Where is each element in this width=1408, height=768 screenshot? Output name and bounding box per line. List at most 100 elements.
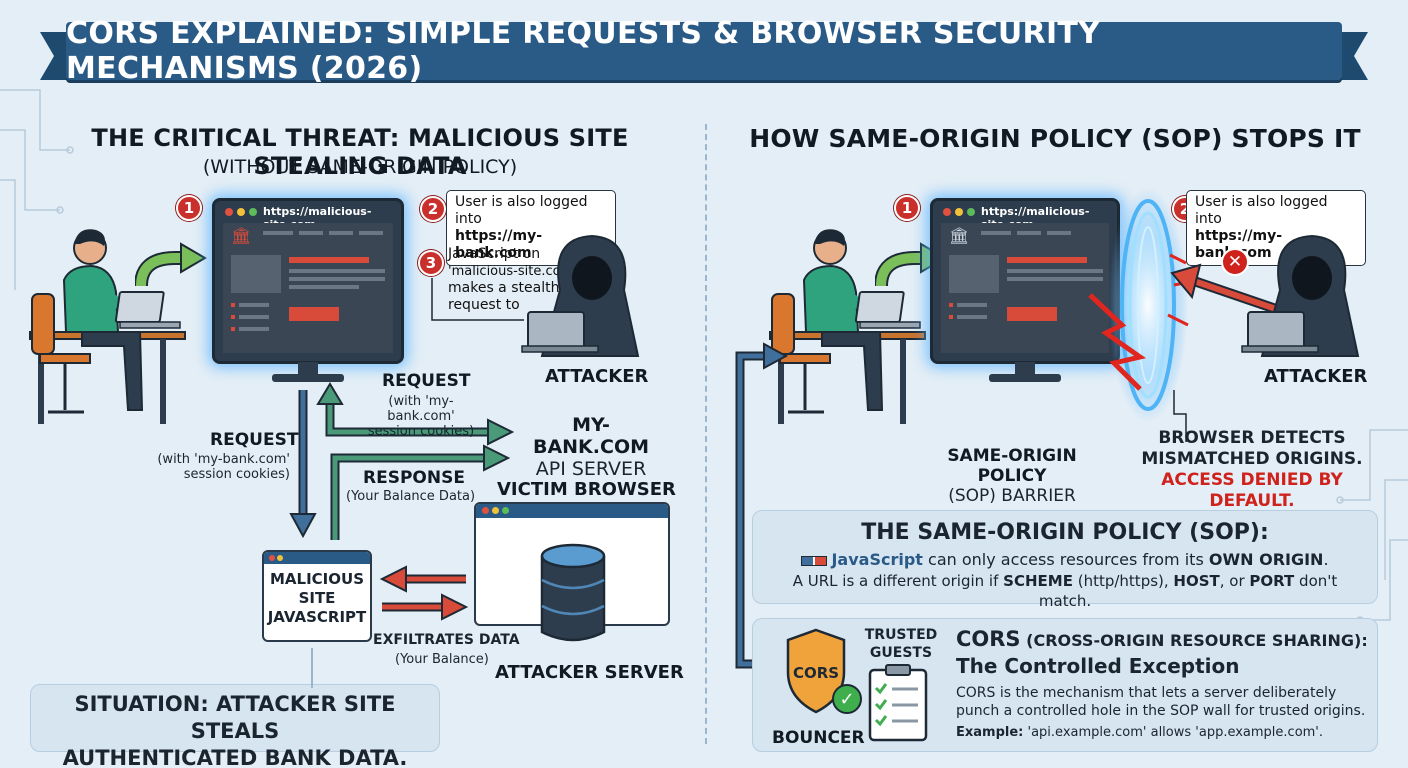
sop-barrier-portal	[1088, 187, 1195, 423]
sop-line1: JavaScript can only access resources fro…	[767, 549, 1363, 571]
callout-text: JavaScript on	[448, 246, 541, 262]
callout-text: request to	[448, 297, 520, 313]
cors-desc: CORS is the mechanism that lets a server…	[956, 685, 1337, 701]
request-top-label: REQUEST	[382, 371, 471, 391]
left-title: THE CRITICAL THREAT: MALICIOUS SITE STEA…	[91, 124, 629, 180]
broken-link-icon	[801, 555, 828, 566]
approved-check-icon: ✓	[832, 684, 862, 714]
trusted-guests-label: TRUSTED GUESTS	[862, 626, 940, 662]
cors-text-block: CORS (CROSS-ORIGIN RESOURCE SHARING): Th…	[956, 626, 1372, 742]
response-label: RESPONSE	[363, 468, 465, 488]
sop-text: PORT	[1249, 572, 1295, 590]
blocked-attack-arrow	[1170, 263, 1278, 314]
svg-text:🏛: 🏛	[949, 226, 969, 245]
sop-line2: A URL is a different origin if SCHEME (h…	[767, 571, 1363, 611]
sop-definition-box: THE SAME-ORIGIN POLICY (SOP): JavaScript…	[752, 510, 1378, 610]
label-text: GUESTS	[869, 645, 933, 661]
circuit-decoration-left	[0, 89, 74, 290]
label-text: API SERVER	[535, 458, 647, 480]
exfil-sub: (Your Balance)	[395, 652, 489, 667]
malicious-site-content: 🏛	[949, 226, 1103, 321]
access-denied-text: ACCESS DENIED BY DEFAULT.	[1161, 470, 1343, 511]
left-subtitle: (WITHOUT SAME-ORIGIN POLICY)	[202, 156, 518, 178]
clipboard-checklist-icon	[868, 664, 928, 742]
label-text: session cookies)	[367, 424, 475, 439]
label-text: (with 'my-bank.com'	[387, 394, 455, 424]
hooded-attacker-illustration	[521, 234, 640, 357]
malicious-site-monitor: https://malicious-site.com 🏛	[212, 198, 404, 364]
situation-pointer	[311, 648, 313, 688]
center-divider	[705, 124, 707, 744]
sop-text: JavaScript	[831, 550, 923, 569]
cors-desc: punch a controlled hole in the SOP wall …	[956, 703, 1366, 719]
js-window-text: JAVASCRIPT	[267, 608, 367, 626]
exfiltrate-arrows	[379, 565, 469, 621]
sop-text: HOST	[1173, 572, 1220, 590]
cors-title: (CROSS-ORIGIN RESOURCE SHARING):	[1020, 631, 1368, 650]
callout-text: makes a stealthy	[448, 280, 568, 296]
situation-text: AUTHENTICATED BANK DATA.	[62, 746, 408, 768]
exfil-label: EXFILTRATES DATA	[373, 632, 520, 648]
callout-url: https://my-bank.com	[455, 228, 543, 261]
denied-x-icon: ✕	[1221, 248, 1249, 276]
user-at-desk-illustration-right	[769, 229, 926, 424]
sop-text: , or	[1219, 572, 1250, 590]
step-1-badge-right: 1	[894, 195, 920, 221]
js-window-text: SITE	[298, 589, 336, 607]
callout-text: User is also logged into	[455, 194, 588, 227]
situation-box: SITUATION: ATTACKER SITE STEALS AUTHENTI…	[30, 684, 440, 768]
sop-text: don't match.	[1038, 572, 1338, 610]
step-1-badge: 1	[176, 195, 202, 221]
origin-mismatch-label: BROWSER DETECTS MISMATCHED ORIGINS. ACCE…	[1132, 428, 1372, 512]
callout-pointer-line	[431, 278, 524, 321]
sop-text: .	[1323, 550, 1329, 569]
sop-barrier-label: SAME-ORIGIN POLICY (SOP) BARRIER	[912, 446, 1112, 506]
monitor-stand	[989, 362, 1061, 382]
malicious-site-monitor-right: https://malicious-site.com 🏛	[930, 198, 1120, 364]
cors-badge-text: CORS	[793, 664, 839, 682]
bouncer-label: BOUNCER	[772, 728, 865, 748]
title-banner: CORS EXPLAINED: SIMPLE REQUESTS & BROWSE…	[40, 16, 1368, 86]
request-response-arrows	[289, 382, 515, 540]
label-text: (with 'my-bank.com'	[157, 452, 290, 467]
request-left-label: REQUEST	[210, 430, 299, 450]
sop-text: can only access resources from its	[922, 550, 1209, 569]
label-text: (SOP) BARRIER	[948, 486, 1076, 506]
sop-text: (http/https),	[1072, 572, 1174, 590]
cors-example: 'api.example.com' allows 'app.example.co…	[1023, 725, 1324, 740]
cors-definition-box	[752, 618, 1378, 752]
callout-text: User is also logged into	[1195, 194, 1328, 227]
sop-text: A URL is a different origin if	[792, 572, 1004, 590]
svg-text:🏛: 🏛	[231, 226, 251, 245]
attacker-server-label: ATTACKER SERVER	[495, 662, 684, 683]
malicious-site-content: 🏛	[231, 226, 385, 331]
cors-title: CORS	[956, 627, 1021, 651]
cors-subtitle: The Controlled Exception	[956, 654, 1240, 678]
sop-text: OWN ORIGIN	[1208, 550, 1324, 569]
monitor-stand	[272, 362, 344, 382]
sop-text: SCHEME	[1003, 572, 1073, 590]
page-title: CORS EXPLAINED: SIMPLE REQUESTS & BROWSE…	[66, 16, 1101, 86]
hooded-attacker-illustration-right	[1241, 234, 1360, 357]
label-text: TRUSTED	[864, 627, 938, 643]
response-sub: (Your Balance Data)	[346, 489, 476, 504]
request-top-sub: (with 'my-bank.com' session cookies)	[356, 394, 486, 439]
right-title: HOW SAME-ORIGIN POLICY (SOP) STOPS IT	[749, 124, 1361, 153]
victim-browser-label: VICTIM BROWSER	[497, 479, 676, 500]
attacker-label: ATTACKER	[545, 366, 649, 387]
step-2-badge: 2	[420, 196, 446, 222]
situation-text: SITUATION: ATTACKER SITE STEALS	[74, 692, 396, 743]
attacker-label-right: ATTACKER	[1264, 366, 1368, 387]
sop-title: THE SAME-ORIGIN POLICY (SOP):	[861, 520, 1269, 545]
label-text: MY-BANK.COM	[532, 414, 650, 458]
label-text: MISMATCHED ORIGINS.	[1141, 449, 1363, 469]
callout-text: 'malicious-site.com'	[448, 264, 577, 279]
detect-pointer-line	[1173, 390, 1187, 442]
request-left-sub: (with 'my-bank.com' session cookies)	[150, 452, 290, 482]
label-text: BROWSER DETECTS	[1158, 428, 1346, 448]
cors-example: Example:	[956, 725, 1024, 740]
label-text: session cookies)	[183, 467, 290, 482]
label-text: SAME-ORIGIN POLICY	[947, 446, 1077, 486]
database-icon	[540, 543, 606, 642]
malicious-js-window: MALICIOUS SITE JAVASCRIPT	[262, 550, 372, 642]
